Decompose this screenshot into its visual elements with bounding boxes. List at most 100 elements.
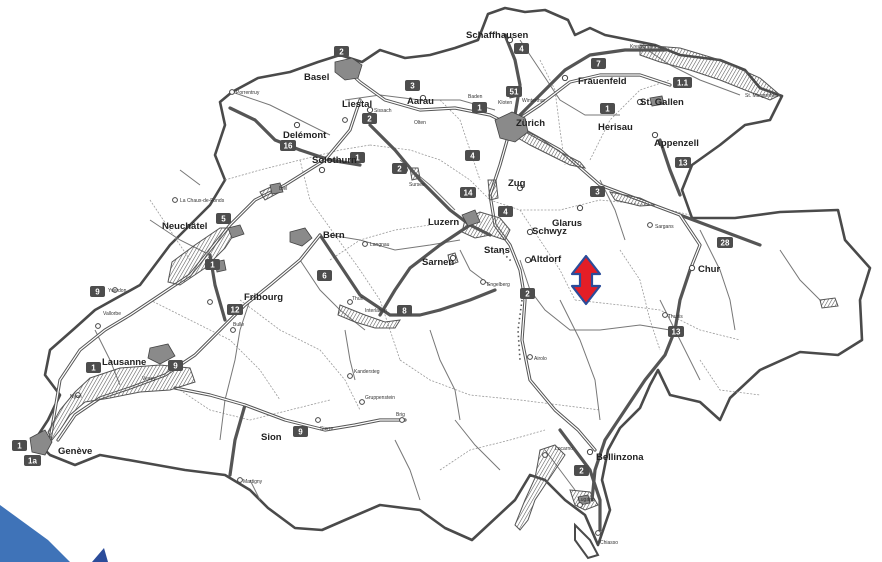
urban-basel bbox=[334, 57, 363, 81]
shield-basel-2: 2 bbox=[334, 46, 349, 57]
shield-schaffhausen-4: 4 bbox=[514, 43, 529, 54]
svg-text:12: 12 bbox=[231, 306, 240, 315]
svg-text:Airolo: Airolo bbox=[534, 356, 547, 362]
label-solothurn: Solothurn bbox=[312, 155, 357, 166]
secondary-roads bbox=[94, 39, 821, 501]
shield-aarau-3: 3 bbox=[405, 80, 420, 91]
svg-text:9: 9 bbox=[298, 428, 303, 437]
svg-text:Chiasso: Chiasso bbox=[600, 540, 618, 546]
urban-neuchatel bbox=[227, 224, 245, 239]
svg-text:Yverdon: Yverdon bbox=[108, 288, 127, 294]
label-lausanne: Lausanne bbox=[102, 357, 146, 368]
svg-text:St. Margrethen: St. Margrethen bbox=[745, 93, 778, 99]
label-schaffhausen: Schaffhausen bbox=[466, 30, 528, 41]
label-chur: Chur bbox=[698, 264, 720, 275]
shield-chur-28: 28 bbox=[717, 237, 733, 248]
label-fribourg: Fribourg bbox=[244, 292, 283, 303]
shield-appenzell-13: 13 bbox=[675, 157, 691, 168]
label-schwyz: Schwyz bbox=[532, 226, 567, 237]
svg-text:8: 8 bbox=[402, 307, 407, 316]
shield-zurich-1: 1 bbox=[472, 102, 487, 113]
svg-text:4: 4 bbox=[503, 208, 508, 217]
shield-interlaken-8: 8 bbox=[397, 305, 412, 316]
svg-text:La Chaux-de-Fonds: La Chaux-de-Fonds bbox=[180, 198, 225, 204]
label-geneve: Genève bbox=[58, 446, 92, 457]
shield-bern-6: 6 bbox=[317, 270, 332, 281]
shield-herisau-1: 1 bbox=[600, 103, 615, 114]
lake-zug bbox=[487, 179, 499, 201]
svg-text:Kandersteg: Kandersteg bbox=[354, 369, 380, 375]
svg-text:14: 14 bbox=[464, 189, 473, 198]
svg-text:Lugano: Lugano bbox=[578, 497, 595, 503]
label-liestal: Liestal bbox=[342, 99, 372, 110]
svg-text:Sierre: Sierre bbox=[320, 426, 334, 432]
svg-text:2: 2 bbox=[367, 115, 372, 124]
label-bern: Bern bbox=[323, 230, 345, 241]
svg-text:Vallorbe: Vallorbe bbox=[103, 311, 121, 317]
svg-text:Porrentruy: Porrentruy bbox=[236, 90, 260, 96]
svg-text:1: 1 bbox=[91, 364, 96, 373]
lake-walen bbox=[608, 191, 656, 207]
shield-yverdon-9: 9 bbox=[90, 286, 105, 297]
svg-text:5: 5 bbox=[221, 215, 226, 224]
lake-sils bbox=[819, 297, 839, 309]
shield-zug-4: 4 bbox=[465, 150, 480, 161]
svg-text:Kreuzlingen: Kreuzlingen bbox=[630, 44, 657, 50]
svg-text:1: 1 bbox=[17, 442, 22, 451]
svg-text:2: 2 bbox=[525, 290, 530, 299]
label-zug: Zug bbox=[508, 178, 526, 189]
label-sion: Sion bbox=[261, 432, 282, 443]
lake-sempach bbox=[409, 167, 421, 181]
corner-decoration bbox=[0, 505, 108, 562]
svg-text:Sissach: Sissach bbox=[374, 108, 392, 114]
shield-zurich-51: 51 bbox=[506, 86, 522, 97]
svg-text:3: 3 bbox=[595, 188, 600, 197]
svg-text:4: 4 bbox=[470, 152, 475, 161]
urban-biel bbox=[269, 182, 284, 195]
lake-constance bbox=[639, 44, 781, 101]
svg-text:2: 2 bbox=[579, 467, 584, 476]
urban-zurich bbox=[494, 111, 529, 143]
svg-text:9: 9 bbox=[173, 362, 178, 371]
svg-text:1: 1 bbox=[210, 261, 215, 270]
border-detail bbox=[574, 522, 600, 560]
svg-text:Thusis: Thusis bbox=[668, 314, 683, 320]
svg-text:28: 28 bbox=[721, 239, 730, 248]
motorway-shields: 4 2 7 1.1 3 51 1 1 2 1 16 4 2 13 14 3 5 … bbox=[12, 43, 733, 476]
svg-text:6: 6 bbox=[322, 272, 327, 281]
city-labels: Schaffhausen Basel Liestal Aarau Frauenf… bbox=[58, 30, 720, 463]
shield-fribourg-12: 12 bbox=[227, 304, 243, 315]
shield-altdorf-2: 2 bbox=[520, 288, 535, 299]
shield-neuchatel-5: 5 bbox=[216, 213, 231, 224]
shield-1-1: 1.1 bbox=[673, 77, 692, 88]
svg-text:Interlaken: Interlaken bbox=[365, 308, 387, 314]
svg-text:Thun: Thun bbox=[352, 296, 364, 302]
town-dots bbox=[75, 36, 696, 536]
shield-solothurn-1: 1 bbox=[350, 152, 365, 163]
shield-luzern-14: 14 bbox=[460, 187, 476, 198]
svg-text:Bulle: Bulle bbox=[233, 322, 244, 328]
label-bellinzona: Bellinzona bbox=[596, 452, 644, 463]
shield-olten-2: 2 bbox=[392, 163, 407, 174]
svg-text:2: 2 bbox=[397, 165, 402, 174]
shield-sion-9: 9 bbox=[293, 426, 308, 437]
svg-text:Kloten: Kloten bbox=[498, 100, 512, 106]
svg-text:Biel: Biel bbox=[279, 186, 287, 192]
shield-bellinzona-2: 2 bbox=[574, 465, 589, 476]
label-basel: Basel bbox=[304, 72, 329, 83]
svg-text:Gruppenstein: Gruppenstein bbox=[365, 395, 395, 401]
svg-text:3: 3 bbox=[410, 82, 415, 91]
svg-text:1a: 1a bbox=[28, 457, 37, 466]
shield-thusis-13: 13 bbox=[668, 326, 684, 337]
svg-text:Brig: Brig bbox=[396, 412, 405, 418]
svg-text:1: 1 bbox=[605, 105, 610, 114]
shield-lausanne-1: 1 bbox=[86, 362, 101, 373]
svg-text:7: 7 bbox=[596, 60, 601, 69]
svg-text:Vevey: Vevey bbox=[142, 376, 156, 382]
svg-text:2: 2 bbox=[339, 48, 344, 57]
lake-zurich bbox=[517, 127, 587, 169]
svg-text:1: 1 bbox=[477, 104, 482, 113]
svg-text:Langnau: Langnau bbox=[370, 242, 390, 248]
svg-text:Winterthur: Winterthur bbox=[522, 98, 545, 104]
